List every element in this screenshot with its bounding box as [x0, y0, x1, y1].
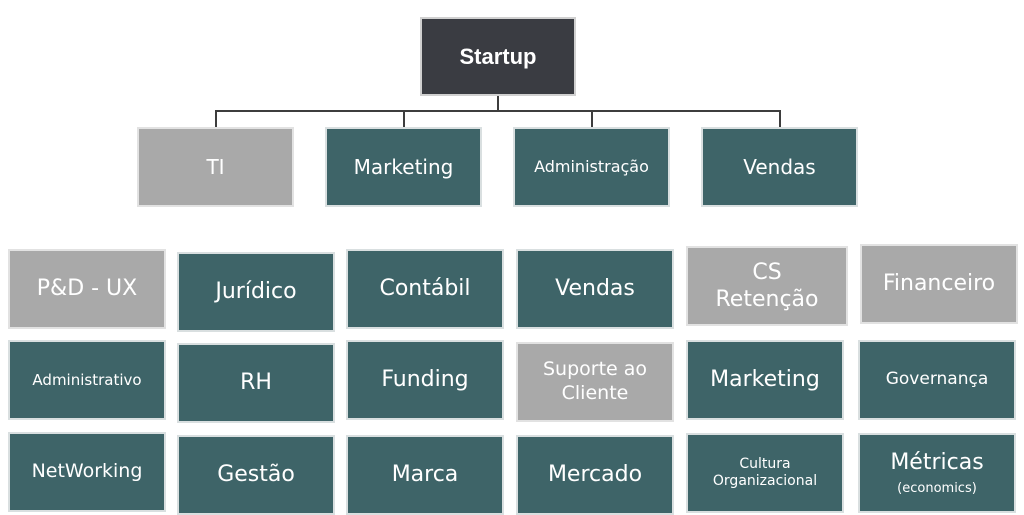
- department-marketing: Marketing: [325, 127, 482, 207]
- area-contabil: Contábil: [346, 249, 504, 329]
- area-label-line2: Retenção: [715, 287, 819, 312]
- area-pd-ux: P&D - UX: [8, 249, 166, 329]
- area-label: Gestão: [217, 462, 295, 488]
- department-label: TI: [206, 154, 225, 179]
- area-label: Jurídico: [215, 279, 297, 305]
- area-label: Contábil: [379, 276, 471, 302]
- department-ti: TI: [137, 127, 294, 207]
- area-juridico: Jurídico: [177, 252, 335, 332]
- connector-marketing: [403, 110, 405, 128]
- area-label: Marketing: [710, 367, 820, 393]
- area-funding: Funding: [346, 340, 504, 420]
- area-label: Administrativo: [32, 370, 142, 389]
- area-gestao: Gestão: [177, 435, 335, 515]
- connector-administracao: [591, 110, 593, 128]
- area-governanca: Governança: [858, 340, 1016, 420]
- area-marketing: Marketing: [686, 340, 844, 420]
- department-label: Vendas: [743, 154, 816, 179]
- area-label-line1: CS: [752, 259, 782, 285]
- area-label: P&D - UX: [36, 276, 138, 302]
- department-label: Marketing: [353, 154, 454, 179]
- area-mercado: Mercado: [516, 435, 674, 515]
- area-label: Mercado: [547, 462, 643, 488]
- root-label: Startup: [459, 43, 537, 69]
- root-node-startup: Startup: [420, 17, 576, 96]
- connector-vendas: [779, 110, 781, 128]
- area-label: Financeiro: [882, 271, 996, 297]
- area-label: RH: [240, 370, 272, 396]
- connector-root-down: [497, 95, 499, 111]
- area-administrativo: Administrativo: [8, 340, 166, 420]
- area-label: Métricas: [890, 450, 984, 476]
- area-cs-retencao: CS Retenção: [686, 246, 848, 326]
- area-label: Vendas: [555, 276, 635, 302]
- area-label: NetWorking: [31, 460, 143, 483]
- area-rh: RH: [177, 343, 335, 423]
- connector-horizontal: [215, 110, 781, 112]
- department-vendas: Vendas: [701, 127, 858, 207]
- connector-ti: [215, 110, 217, 128]
- area-sublabel: (economics): [897, 480, 977, 496]
- area-label: Funding: [381, 367, 469, 393]
- area-suporte-ao-cliente: Suporte ao Cliente: [516, 342, 674, 422]
- area-marca: Marca: [346, 435, 504, 515]
- department-label: Administração: [534, 157, 649, 176]
- area-label: Marca: [391, 462, 459, 488]
- area-label: Governança: [885, 369, 989, 390]
- area-label-line1: Cultura: [739, 455, 791, 472]
- department-administracao: Administração: [513, 127, 670, 207]
- area-networking: NetWorking: [8, 432, 166, 512]
- area-cultura-organizacional: Cultura Organizacional: [686, 433, 844, 513]
- area-label-line1: Suporte ao: [542, 358, 648, 381]
- area-label-line2: Organizacional: [712, 473, 818, 489]
- area-metricas: Métricas (economics): [858, 433, 1016, 513]
- area-label-line2: Cliente: [561, 382, 629, 404]
- area-financeiro: Financeiro: [860, 244, 1018, 324]
- area-vendas: Vendas: [516, 249, 674, 329]
